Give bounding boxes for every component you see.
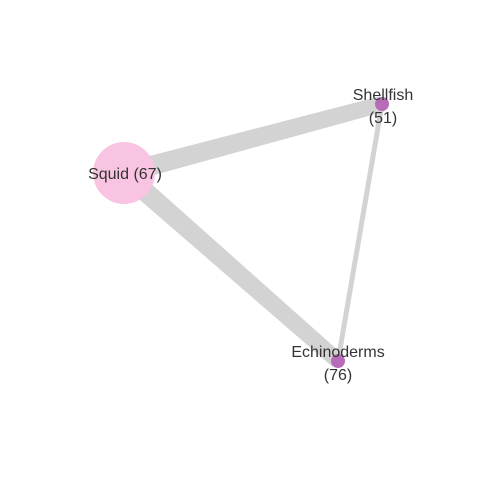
node-label-line: Squid (67) — [88, 166, 162, 183]
node-label-echinoderms: Echinoderms (76) — [291, 344, 384, 384]
node-echinoderms — [331, 354, 345, 368]
node-label-line: Shellfish — [353, 87, 413, 104]
edges-layer — [117, 96, 385, 368]
node-label-line: (51) — [369, 110, 397, 127]
labels-layer: Squid (67) Shellfish (51) Echinoderms (76) — [88, 87, 413, 384]
edge-shellfish-echinoderms — [335, 103, 385, 362]
edge-squid-shellfish — [121, 96, 385, 183]
node-label-squid: Squid (67) — [88, 166, 162, 183]
node-label-line: (76) — [324, 367, 352, 384]
node-label-shellfish: Shellfish (51) — [353, 87, 413, 127]
node-squid — [93, 142, 155, 204]
edge-squid-echinoderms — [117, 165, 344, 368]
nodes-layer — [93, 97, 389, 368]
node-label-line: Echinoderms — [291, 344, 384, 361]
node-shellfish — [375, 97, 389, 111]
